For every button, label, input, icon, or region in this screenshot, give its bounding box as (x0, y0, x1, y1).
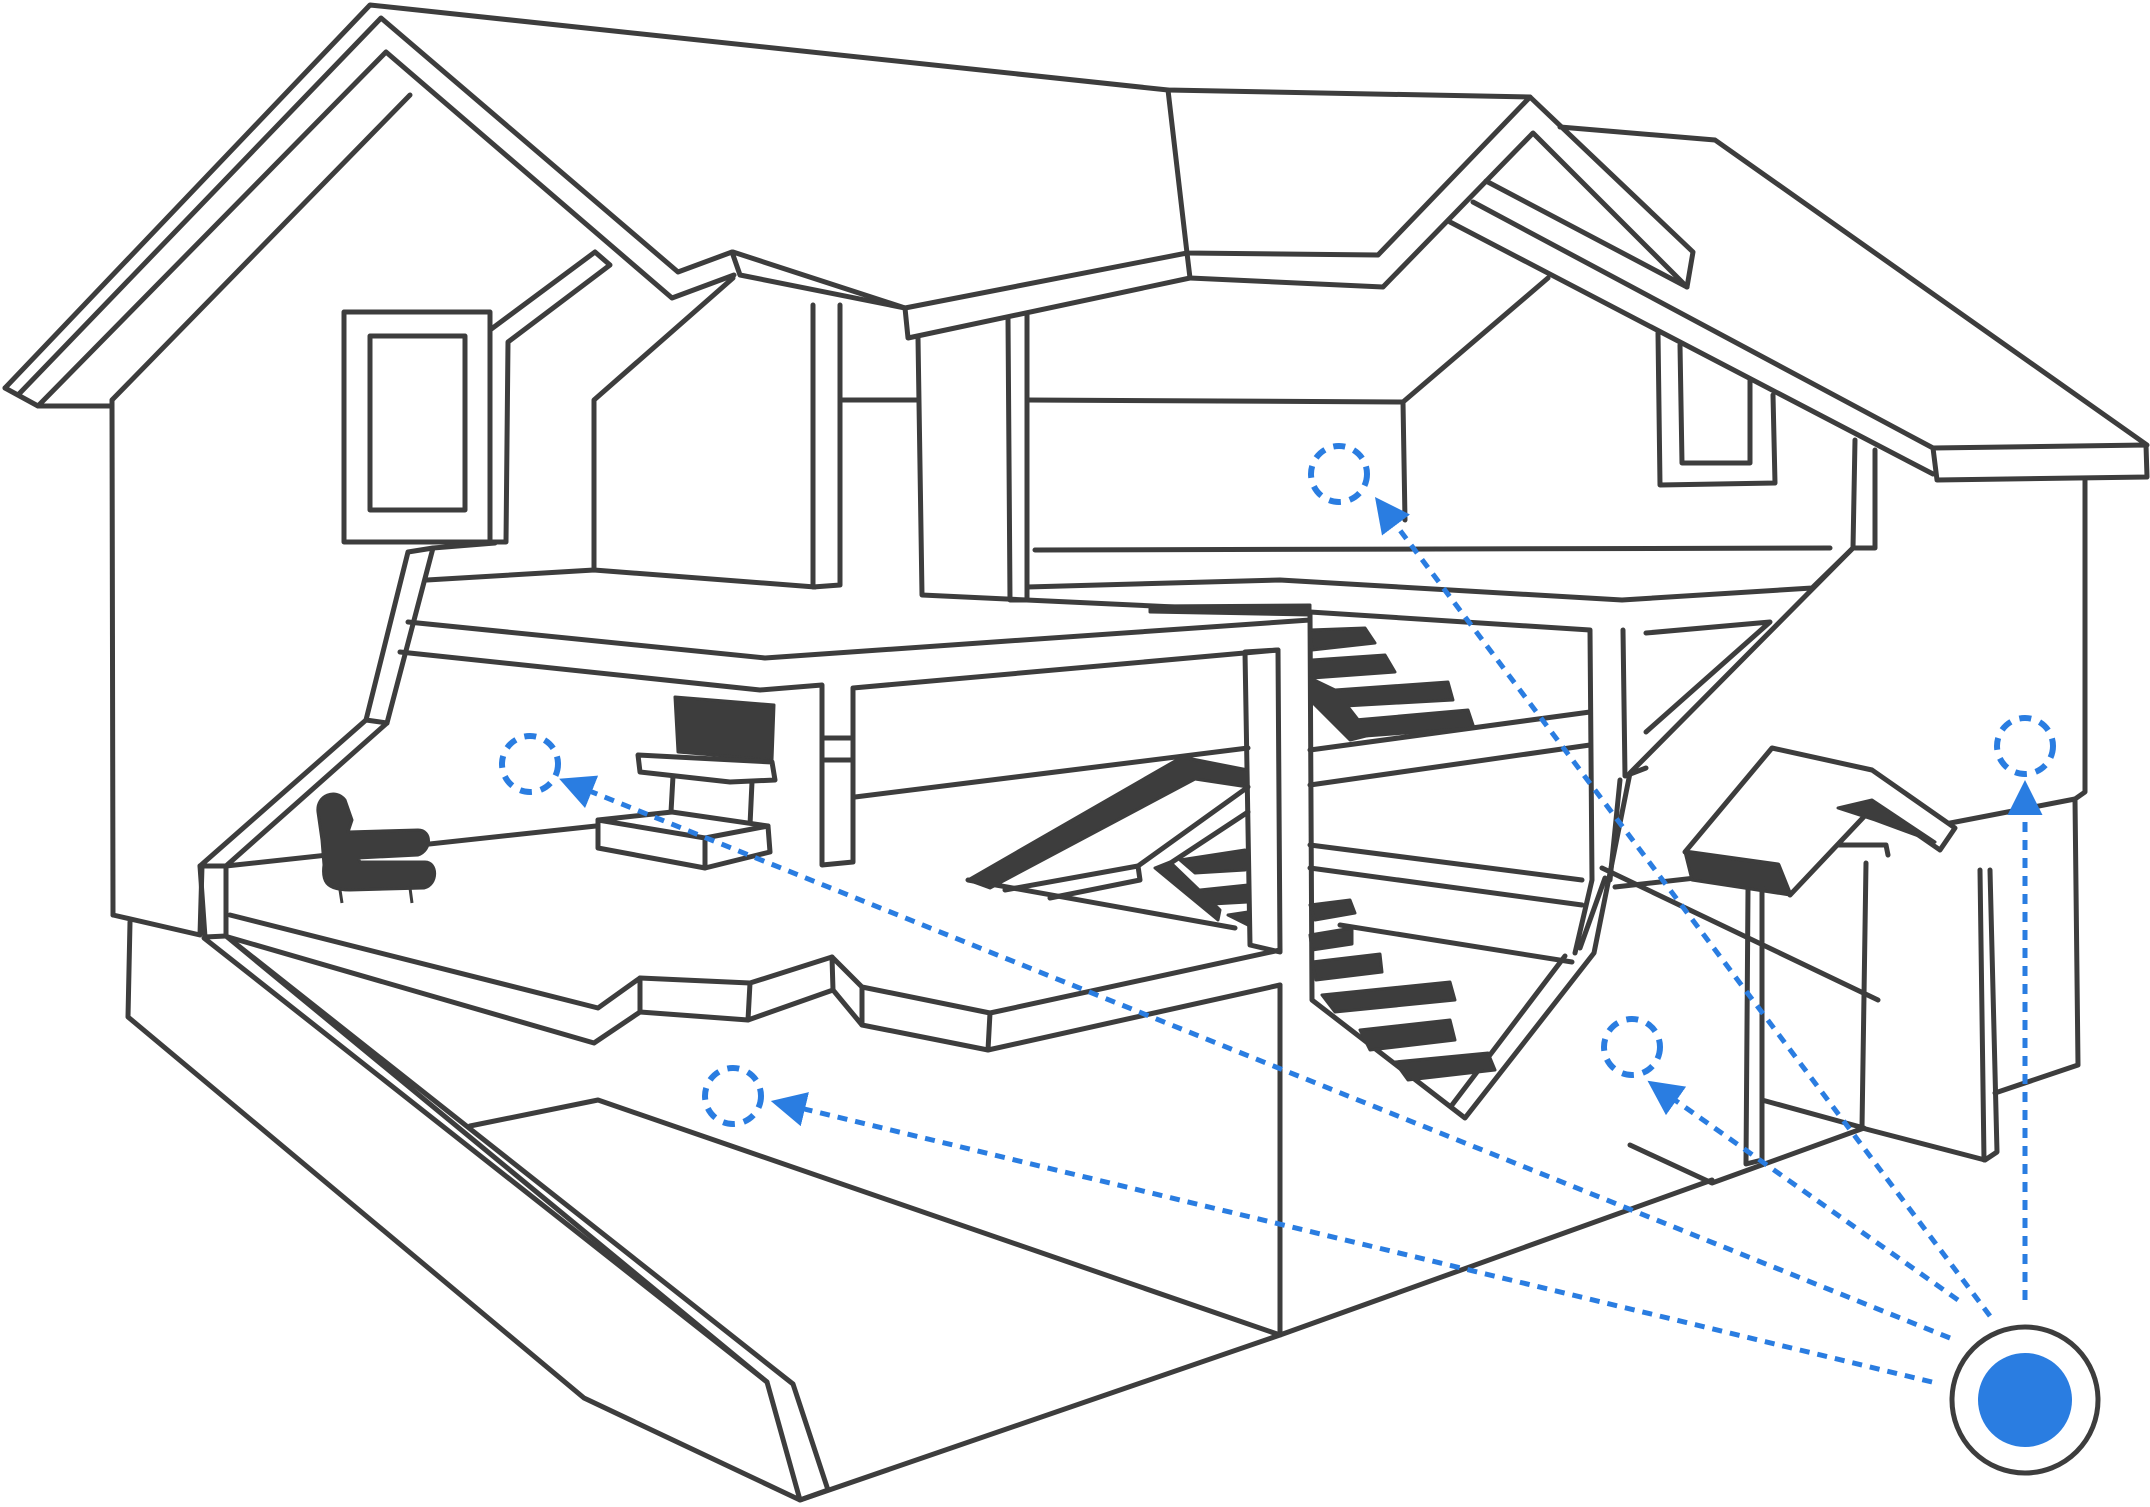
computer-monitor-icon (675, 697, 774, 760)
desk (598, 697, 775, 868)
wifi-access-point-icon (1952, 1327, 2098, 1473)
dashed-circle-target-icon (1997, 718, 2053, 774)
dashed-circle-target-icon (705, 1068, 761, 1124)
right-bay (1615, 799, 2078, 1093)
roof-center (733, 90, 2147, 480)
dashed-circle-target-icon (502, 736, 558, 792)
first-floor (200, 548, 1878, 1118)
dashed-circle-target-icon (1311, 446, 1367, 502)
house-outline (5, 5, 2147, 1500)
ground-floor (113, 866, 1712, 1500)
porch-shed (1630, 748, 1997, 1183)
signal-path-upper-right (1393, 521, 1990, 1316)
left-window (344, 252, 610, 542)
staircase (968, 605, 1495, 1080)
armchair-icon (318, 794, 435, 903)
dashed-circle-target-icon (1604, 1019, 1660, 1075)
signal-paths (587, 521, 2025, 1382)
signal-path-lower-right (1672, 1098, 1958, 1300)
